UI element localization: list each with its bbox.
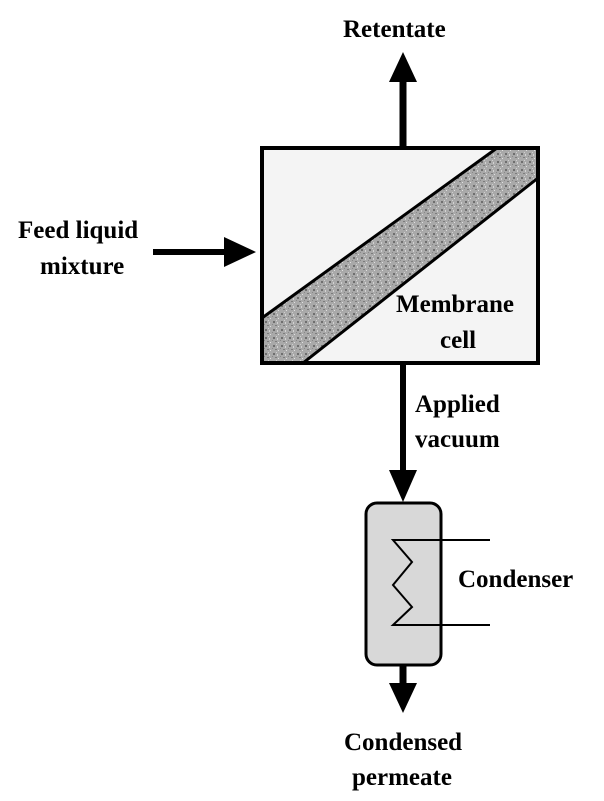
vacuum-label-line1: Applied — [415, 391, 500, 418]
permeate-label-line2: permeate — [352, 764, 452, 791]
permeate-arrow — [389, 665, 417, 713]
feed-arrow — [153, 237, 256, 267]
condenser-coil — [390, 539, 490, 626]
membrane-cell-label-line1: Membrane — [396, 291, 515, 318]
membrane-band — [262, 148, 538, 363]
vacuum-arrow — [389, 363, 417, 502]
permeate-label-line1: Condensed — [344, 729, 463, 756]
vacuum-label-line2: vacuum — [415, 426, 500, 453]
membrane-cell-label-line2: cell — [440, 327, 477, 354]
retentate-arrow — [389, 52, 417, 148]
membrane-cell — [260, 146, 540, 365]
feed-label-line1: Feed liquid — [18, 217, 139, 244]
retentate-label: Retentate — [343, 16, 446, 43]
condenser-label: Condenser — [458, 566, 574, 593]
feed-label-line2: mixture — [40, 253, 125, 280]
